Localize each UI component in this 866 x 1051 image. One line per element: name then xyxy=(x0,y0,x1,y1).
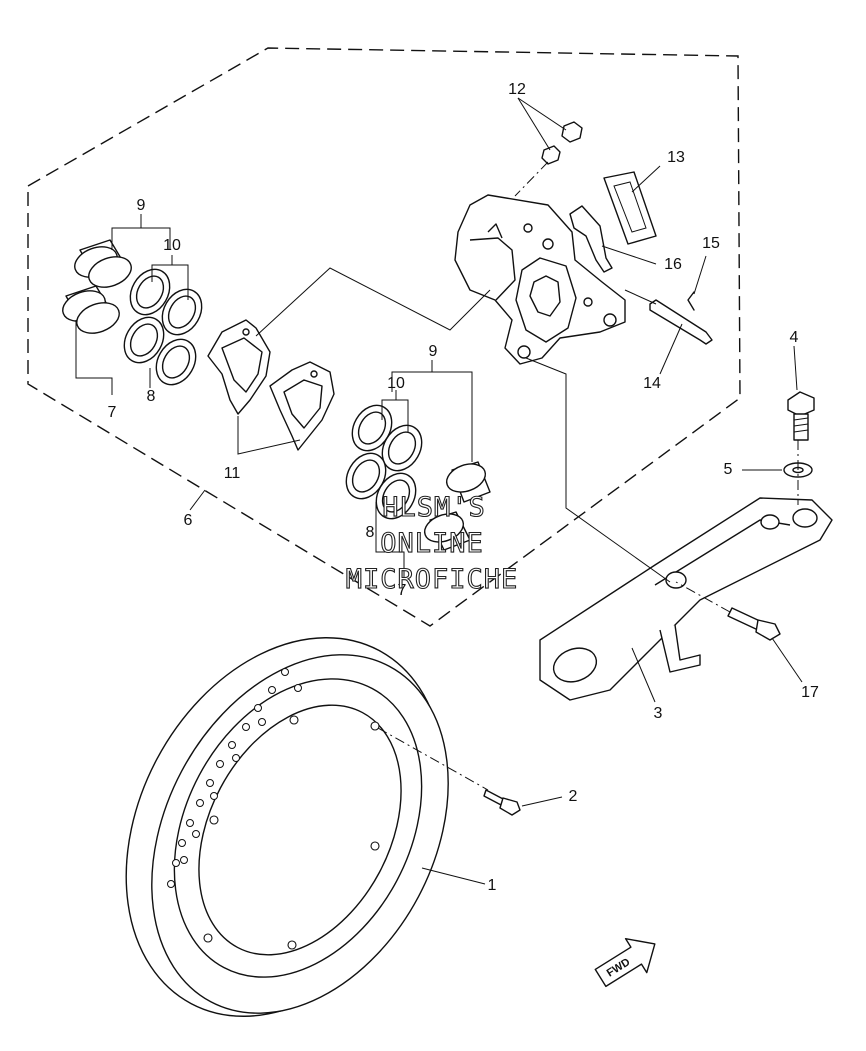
leader-lines xyxy=(75,97,803,885)
callout-9-left: 9 xyxy=(137,197,146,214)
caliper-assembly-boundary xyxy=(27,47,741,627)
bracket-mount-bolt xyxy=(727,607,781,641)
callout-17: 17 xyxy=(801,684,819,701)
callout-10-left: 10 xyxy=(163,237,181,254)
pad-spring xyxy=(569,205,613,273)
callout-6: 6 xyxy=(184,512,193,529)
pad-cover xyxy=(603,171,657,245)
brake-pad-right xyxy=(269,361,335,451)
callout-8-right: 8 xyxy=(366,524,375,541)
callout-16: 16 xyxy=(664,256,682,273)
callout-7-left: 7 xyxy=(108,404,117,421)
disc-vent-holes xyxy=(167,668,302,888)
disc-bolt-holes xyxy=(203,715,380,950)
callout-9-right: 9 xyxy=(429,343,438,360)
piston-seals-left xyxy=(123,268,203,386)
watermark: HLSM'S ONLINE MICROFICHE xyxy=(345,491,519,595)
callout-5: 5 xyxy=(724,461,733,478)
callout-labels: 1 2 3 4 5 6 7 8 9 10 11 9 10 8 7 12 13 1… xyxy=(108,81,819,894)
pistons-right xyxy=(423,461,491,551)
callout-8-left: 8 xyxy=(147,388,156,405)
disc-bolt xyxy=(483,789,521,816)
bracket-bolt xyxy=(787,391,815,441)
callout-2: 2 xyxy=(569,788,578,805)
brake-pad-left xyxy=(207,319,271,415)
watermark-line-2: ONLINE xyxy=(380,528,484,559)
callout-1: 1 xyxy=(488,877,497,894)
bleed-screws xyxy=(541,121,583,165)
caliper-body xyxy=(454,194,626,365)
watermark-line-1: HLSM'S xyxy=(382,492,486,523)
callout-11: 11 xyxy=(224,465,241,482)
callout-7-right: 7 xyxy=(398,582,407,599)
callout-15: 15 xyxy=(702,235,720,252)
forward-direction-arrow: FWD xyxy=(594,937,656,988)
brake-disc xyxy=(125,637,449,1017)
caliper-bracket xyxy=(539,497,833,701)
callout-10-right: 10 xyxy=(387,375,405,392)
watermark-line-3: MICROFICHE xyxy=(346,564,519,595)
callout-4: 4 xyxy=(790,329,799,346)
callout-3: 3 xyxy=(654,705,663,722)
pistons-left xyxy=(62,239,132,334)
callout-12: 12 xyxy=(508,81,526,98)
callout-13: 13 xyxy=(667,149,685,166)
callout-14: 14 xyxy=(643,375,661,392)
pad-pin-clip xyxy=(687,291,695,311)
pad-pin xyxy=(649,299,713,345)
